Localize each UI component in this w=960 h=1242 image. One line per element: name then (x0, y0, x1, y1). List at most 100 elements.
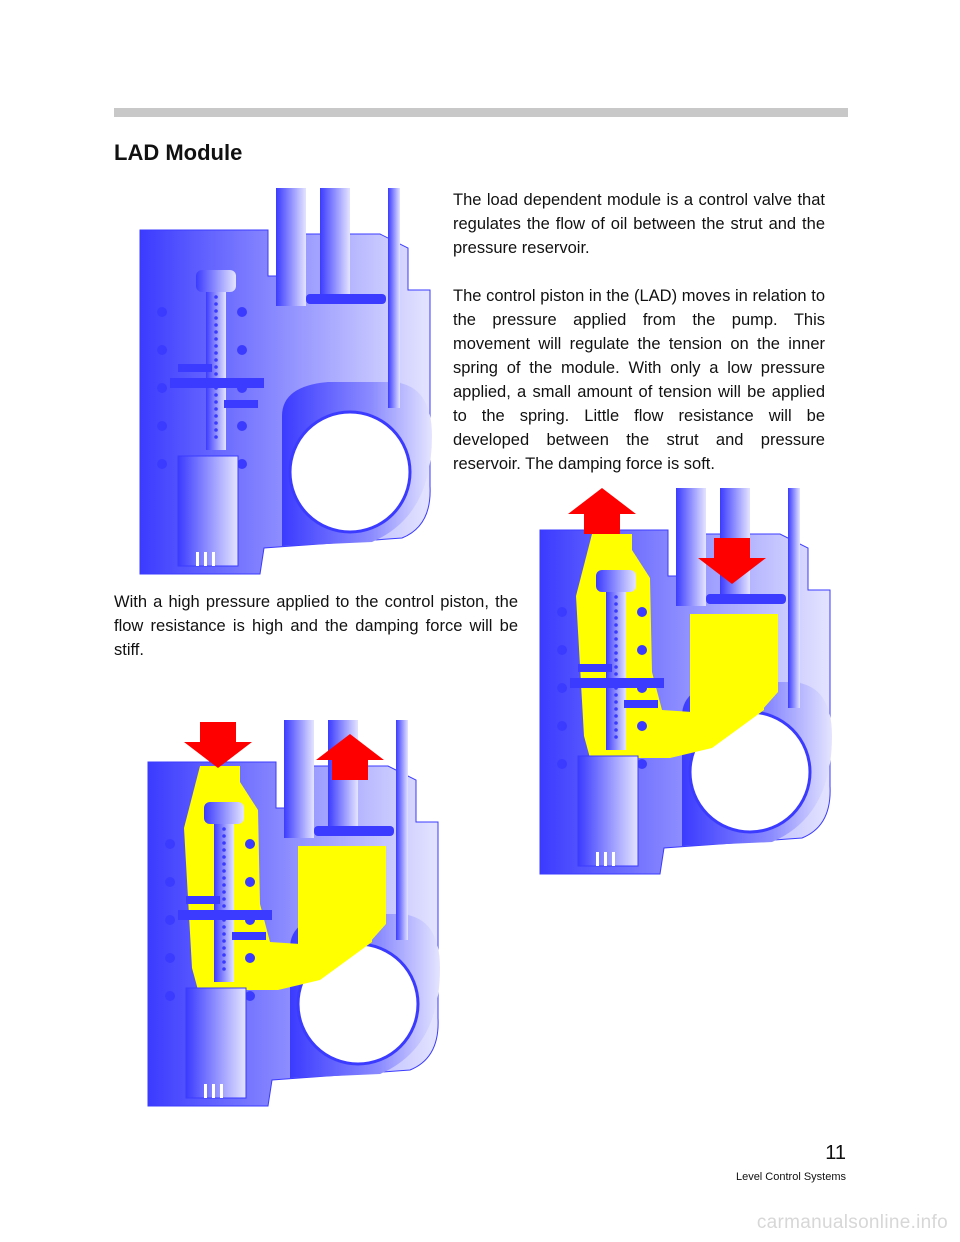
inner-spring-coil (614, 665, 618, 669)
rod-collar (706, 594, 786, 604)
spring-coil-right (637, 721, 647, 731)
piston-head (196, 270, 236, 292)
inner-spring-coil (614, 658, 618, 662)
inner-spring-coil (222, 869, 226, 873)
spring-coil-left (557, 607, 567, 617)
inner-spring-coil (214, 428, 218, 432)
inner-spring-coil (214, 323, 218, 327)
spring-coil-left (165, 953, 175, 963)
inner-spring-coil (222, 939, 226, 943)
inner-spring-coil (222, 862, 226, 866)
outer-tube (788, 488, 800, 708)
spring-coil-right (637, 645, 647, 655)
inner-spring-coil (214, 407, 218, 411)
inner-spring-coil (222, 827, 226, 831)
lad-module-low-pressure-diagram (139, 188, 432, 575)
inner-spring-coil (222, 904, 226, 908)
spool-upper (186, 896, 220, 904)
spring-coil-right (245, 839, 255, 849)
inner-spring-coil (214, 421, 218, 425)
oil-chamber-right (690, 614, 778, 722)
base-slot-1 (596, 852, 599, 866)
inner-spring-coil (214, 344, 218, 348)
inner-spring-coil (222, 897, 226, 901)
rod-collar (306, 294, 386, 304)
base-slot-3 (212, 552, 215, 566)
inner-spring-coil (614, 735, 618, 739)
inner-spring-coil (214, 302, 218, 306)
inner-spring-coil (614, 644, 618, 648)
spring-coil-right (637, 607, 647, 617)
inner-spring-coil (614, 714, 618, 718)
footer-label: Level Control Systems (735, 1171, 846, 1183)
spring-coil-left (557, 759, 567, 769)
inner-spring-coil (614, 630, 618, 634)
inner-spring-coil (214, 435, 218, 439)
page-number: 11 (825, 1142, 846, 1164)
inner-spring-coil (222, 855, 226, 859)
spring-coil-right (245, 953, 255, 963)
spool-lower (624, 700, 658, 708)
reservoir-opening (288, 410, 412, 534)
inner-spring-coil (614, 602, 618, 606)
pressure-arrow-down-icon (698, 538, 766, 584)
piston-base (185, 987, 247, 1099)
spring-coil-left (157, 383, 167, 393)
inner-spring-coil (222, 841, 226, 845)
cross-bar (178, 910, 272, 920)
page-title: LAD Module (114, 140, 243, 165)
inner-spring-coil (614, 637, 618, 641)
inner-spring-coil (614, 707, 618, 711)
lad-module-high-pressure-diagram-a (539, 488, 832, 875)
spring-coil-right (245, 877, 255, 887)
inner-spring-coil (214, 316, 218, 320)
spring-coil-left (165, 915, 175, 925)
spring-coil-left (157, 307, 167, 317)
inner-spring-coil (222, 953, 226, 957)
inner-spring-coil (214, 330, 218, 334)
spring-coil-left (557, 683, 567, 693)
low-pressure-paragraph: The control piston in the (LAD) moves in… (453, 287, 825, 473)
inner-spring-coil (214, 372, 218, 376)
spring-coil-left (165, 991, 175, 1001)
spring-coil-right (237, 307, 247, 317)
spring-coil-right (637, 759, 647, 769)
inner-spring-coil (614, 700, 618, 704)
spring-coil-left (157, 459, 167, 469)
inner-spring-coil (614, 623, 618, 627)
inner-spring-coil (222, 890, 226, 894)
lad-module-high-pressure-diagram-b (147, 720, 440, 1107)
spring-coil-right (237, 345, 247, 355)
inner-spring-coil (222, 848, 226, 852)
spring-coil-left (157, 421, 167, 431)
base-slot-3 (612, 852, 615, 866)
inner-spring-coil (614, 728, 618, 732)
inner-spring-coil (214, 358, 218, 362)
upper-stem (284, 720, 314, 838)
inner-spring-coil (214, 393, 218, 397)
pressure-arrow-up-icon (316, 734, 384, 780)
inner-spring-coil (222, 960, 226, 964)
inner-spring-coil (614, 651, 618, 655)
header-rule (114, 108, 848, 117)
cross-bar (570, 678, 664, 688)
spring-coil-left (557, 645, 567, 655)
spool-lower (232, 932, 266, 940)
inner-spring-coil (214, 337, 218, 341)
inner-spring-coil (614, 616, 618, 620)
watermark: carmanualsonline.info (756, 1212, 948, 1233)
piston-base (177, 455, 239, 567)
inner-spring-coil (614, 693, 618, 697)
spool-upper (578, 664, 612, 672)
base-slot-2 (204, 552, 207, 566)
spring-coil-left (165, 877, 175, 887)
base-slot-1 (204, 1084, 207, 1098)
oil-chamber-right (298, 846, 386, 954)
inner-spring-coil (614, 609, 618, 613)
upper-stem (276, 188, 306, 306)
rod-collar (314, 826, 394, 836)
inner-spring-coil (614, 721, 618, 725)
piston-base (577, 755, 639, 867)
intro-paragraph: The load dependent module is a control v… (453, 191, 825, 257)
pressure-arrow-up-icon (568, 488, 636, 534)
